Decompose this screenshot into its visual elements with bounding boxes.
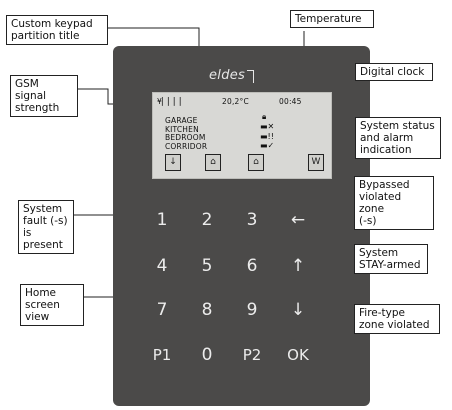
key-8[interactable]: 8	[201, 300, 213, 320]
zone-list: GARAGE KITCHEN BEDROOM CORRIDOR	[165, 116, 208, 151]
lcd-screen	[152, 92, 332, 179]
fault-icon[interactable]: ↓	[165, 154, 181, 171]
key-0[interactable]: 0	[201, 345, 213, 365]
callout-system-fault: System fault (-s) is present	[18, 200, 74, 254]
lock-icon: 🔒︎	[262, 112, 267, 121]
key-2[interactable]: 2	[201, 210, 213, 230]
callout-gsm-signal-strength: GSM signal strength	[10, 75, 78, 117]
key-3[interactable]: 3	[246, 210, 258, 230]
fire-icon[interactable]: ⌂	[248, 154, 264, 171]
brand-logo-mark	[247, 70, 254, 83]
key-down-arrow[interactable]: ↓	[290, 300, 306, 320]
stay-armed-icon[interactable]: ⌂	[205, 154, 221, 171]
clock-readout: 00:45	[279, 97, 302, 106]
unlock-x-icon: ▬✕	[260, 122, 275, 131]
key-up-arrow[interactable]: ↑	[290, 256, 306, 276]
key-5[interactable]: 5	[201, 256, 213, 276]
callout-digital-clock: Digital clock	[355, 63, 433, 81]
zone-name: GARAGE	[165, 116, 198, 125]
key-left-arrow[interactable]: ←	[290, 210, 306, 230]
unlock-warning-icon: ▬!!	[260, 132, 274, 141]
unlock-check-icon: ▬✓	[260, 141, 275, 150]
zone-name: CORRIDOR	[165, 141, 208, 151]
temperature-readout: 20,2°C	[222, 97, 249, 106]
brand-logo: eldes	[209, 68, 246, 83]
callout-system-stay-armed: System STAY-armed	[354, 244, 428, 274]
zone-name: BEDROOM	[165, 133, 206, 143]
callout-temperature: Temperature	[290, 10, 374, 28]
bypass-icon[interactable]: W	[308, 154, 324, 171]
key-4[interactable]: 4	[156, 256, 168, 276]
key-ok[interactable]: OK	[287, 346, 309, 364]
gsm-signal-indicator: ¥▏▏▏▏	[157, 97, 186, 106]
key-9[interactable]: 9	[246, 300, 258, 320]
callout-bypassed-violated-zone: Bypassed violated zone (-s)	[354, 176, 434, 230]
key-p2[interactable]: P2	[242, 346, 262, 364]
callout-system-status: System status and alarm indication	[355, 117, 441, 159]
callout-fire-type-zone-violated: Fire-type zone violated	[354, 304, 440, 334]
key-1[interactable]: 1	[156, 210, 168, 230]
key-7[interactable]: 7	[156, 300, 168, 320]
key-p1[interactable]: P1	[152, 346, 172, 364]
callout-custom-keypad-partition-title: Custom keypad partition title	[6, 15, 108, 45]
key-6[interactable]: 6	[246, 256, 258, 276]
zone-name: KITCHEN	[165, 124, 199, 134]
callout-home-screen-view: Home screen view	[20, 284, 84, 326]
